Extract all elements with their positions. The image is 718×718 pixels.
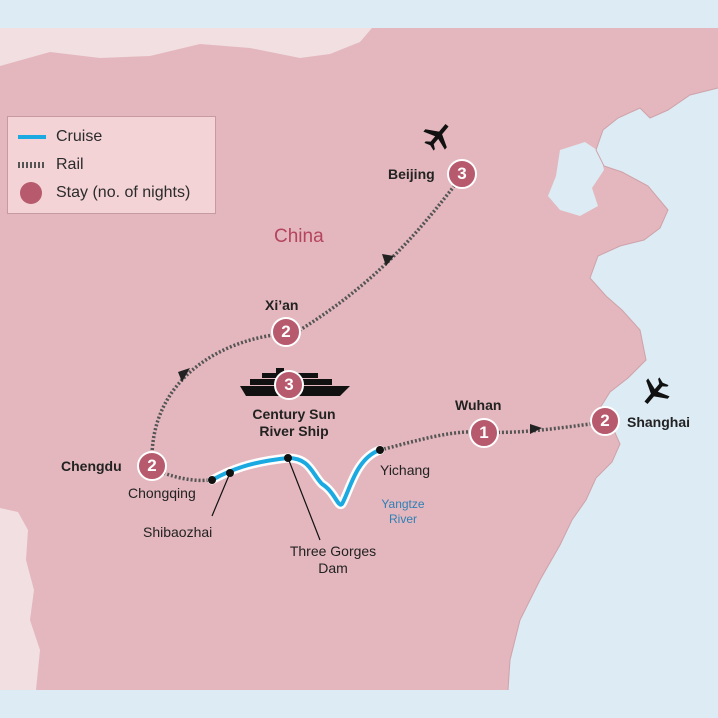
stay-marker-beijing[interactable]: 3 xyxy=(447,159,477,189)
legend-rail-swatch xyxy=(18,162,46,168)
coastline xyxy=(507,87,718,691)
stay-marker-wuhan[interactable]: 1 xyxy=(469,418,499,448)
stay-marker-shanghai[interactable]: 2 xyxy=(590,406,620,436)
city-label-beijing: Beijing xyxy=(388,166,435,182)
city-label-wuhan: Wuhan xyxy=(455,397,502,413)
rail-beijing-xian xyxy=(299,174,464,332)
city-label-shanghai: Shanghai xyxy=(627,414,691,430)
waypoint-chongqing-dot xyxy=(208,476,216,484)
stay-marker-chengdu[interactable]: 2 xyxy=(137,451,167,481)
river-label: Yangtze River xyxy=(381,497,425,526)
stay-marker-xian[interactable]: 2 xyxy=(271,317,301,347)
rail-arrow-east xyxy=(530,424,542,434)
legend: Cruise Rail Stay (no. of nights) xyxy=(7,116,216,214)
country-label: China xyxy=(274,226,324,247)
stay-marker-ship[interactable]: 3 xyxy=(274,370,304,400)
legend-rail-label: Rail xyxy=(56,156,84,173)
leader-three-gorges xyxy=(287,457,321,541)
legend-cruise-swatch xyxy=(18,135,46,139)
waypoint-label-shibaozhai: Shibaozhai xyxy=(143,524,213,540)
outer-land-north xyxy=(0,28,372,66)
waypoint-label-chongqing: Chongqing xyxy=(128,485,196,501)
bohai-sea xyxy=(548,142,604,216)
legend-stay-label: Stay (no. of nights) xyxy=(56,184,191,201)
airplane-icon xyxy=(644,377,670,405)
outer-land-southwest xyxy=(0,508,40,690)
ship-label: Century Sun River Ship xyxy=(252,406,336,439)
airplane-icon xyxy=(423,123,449,151)
cruise-route xyxy=(210,448,382,507)
waypoint-yichang-dot xyxy=(376,446,384,454)
legend-stay-swatch xyxy=(20,182,42,204)
city-label-chengdu: Chengdu xyxy=(61,458,122,474)
rail-xian-chengdu xyxy=(150,332,283,463)
city-label-xian: Xi’an xyxy=(265,297,299,313)
legend-cruise-label: Cruise xyxy=(56,128,103,145)
rail-arrow-southwest xyxy=(178,368,190,382)
leader-shibaozhai xyxy=(211,472,231,517)
waypoint-label-three-gorges: Three Gorges Dam xyxy=(289,543,377,576)
waypoint-label-yichang: Yichang xyxy=(380,462,431,478)
rail-arrow-south xyxy=(382,254,394,266)
rail-yichang-shanghai xyxy=(379,420,606,452)
